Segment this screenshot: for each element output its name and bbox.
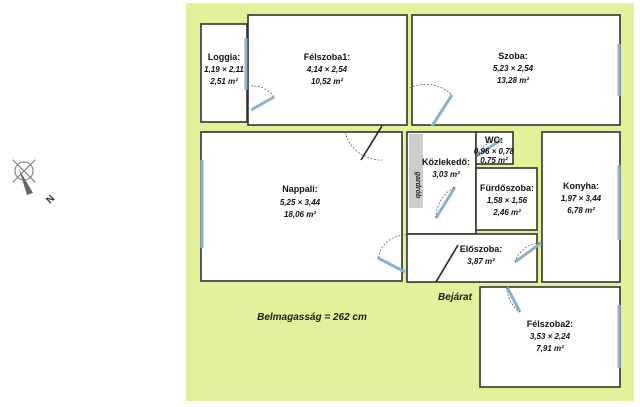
- szoba-name: Szoba:: [498, 51, 528, 61]
- door-felszoba2-leaf: [505, 286, 522, 313]
- door-szoba-leaf: [430, 94, 454, 127]
- room-felszoba1: [247, 14, 408, 126]
- swing-nappali: [344, 131, 383, 161]
- kozlekedo-area: 3,03 m²: [432, 170, 460, 179]
- szoba-dims: 5,23 × 2,54: [493, 64, 534, 73]
- room-furdoszoba: [475, 167, 538, 231]
- swing-loggia: [250, 85, 275, 98]
- kozlekedo-name: Közlekedő:: [422, 157, 470, 167]
- wc-dims: 0,96 × 0,78: [474, 147, 515, 156]
- room-felszoba2: [479, 286, 621, 388]
- door-leaves: [250, 94, 542, 313]
- eloszoba-name: Előszoba:: [460, 244, 503, 254]
- nappali-name: Nappali:: [282, 184, 318, 194]
- konyha-area: 6,78 m²: [567, 206, 595, 215]
- felszoba2-dims: 3,53 × 2,24: [530, 332, 571, 341]
- door-nappali-eloszoba-leaf: [377, 256, 406, 274]
- door-frames: [360, 125, 459, 283]
- felszoba2-name: Félszoba2:: [527, 319, 574, 329]
- rooms: [200, 14, 621, 388]
- windows: [200, 38, 621, 368]
- konyha-dims: 1,97 × 3,44: [561, 194, 602, 203]
- door-entrance-frame: [435, 244, 459, 283]
- compass-rose-icon: [12, 159, 36, 195]
- door-konyha-eloszoba-leaf: [514, 241, 542, 264]
- door-loggia-leaf: [250, 95, 275, 112]
- door-wc-leaf: [476, 137, 503, 158]
- felszoba1-name: Félszoba1:: [304, 52, 351, 62]
- room-eloszoba: [406, 233, 538, 283]
- door-kozlekedo-leaf: [434, 186, 457, 219]
- ceiling-height-note: Belmagasság = 262 cm: [257, 312, 367, 323]
- wc-area: 0,75 m²: [480, 156, 508, 165]
- door-nappali-frame: [360, 125, 383, 161]
- door-swings: [250, 83, 542, 313]
- furdoszoba-dims: 1,58 × 1,56: [487, 196, 528, 205]
- swing-eloszoba-nappali: [377, 234, 408, 259]
- konyha-name: Konyha:: [563, 181, 599, 191]
- entrance-label: Bejárat: [438, 292, 473, 303]
- compass-north-label: N: [44, 193, 57, 206]
- felszoba1-dims: 4,14 × 2,54: [306, 65, 348, 74]
- felszoba2-area: 7,91 m²: [536, 344, 564, 353]
- room-wc: [475, 131, 514, 165]
- loggia-dims: 1,19 × 2,11: [204, 65, 244, 74]
- gardrob-label: gardrób: [414, 171, 421, 199]
- room-szoba: [411, 14, 621, 126]
- room-nappali: [200, 131, 403, 282]
- nappali-area: 18,06 m²: [284, 210, 316, 219]
- eloszoba-area: 3,87 m²: [467, 257, 495, 266]
- swing-wc: [476, 138, 503, 157]
- nappali-dims: 5,25 × 3,44: [280, 198, 321, 207]
- szoba-area: 13,28 m²: [497, 76, 529, 85]
- swing-szoba: [409, 83, 453, 96]
- loggia-area: 2,51 m²: [209, 77, 238, 86]
- furdoszoba-name: Fürdőszoba:: [480, 183, 534, 193]
- swing-kozlekedo: [435, 186, 456, 219]
- furdoszoba-area: 2,46 m²: [492, 208, 521, 217]
- swing-felszoba2: [506, 286, 521, 313]
- room-konyha: [541, 131, 621, 283]
- wardrobe-block: [409, 134, 423, 208]
- felszoba1-area: 10,52 m²: [311, 77, 343, 86]
- loggia-name: Loggia:: [208, 52, 241, 62]
- room-loggia: [200, 23, 248, 123]
- wc-name: WC:: [485, 135, 503, 145]
